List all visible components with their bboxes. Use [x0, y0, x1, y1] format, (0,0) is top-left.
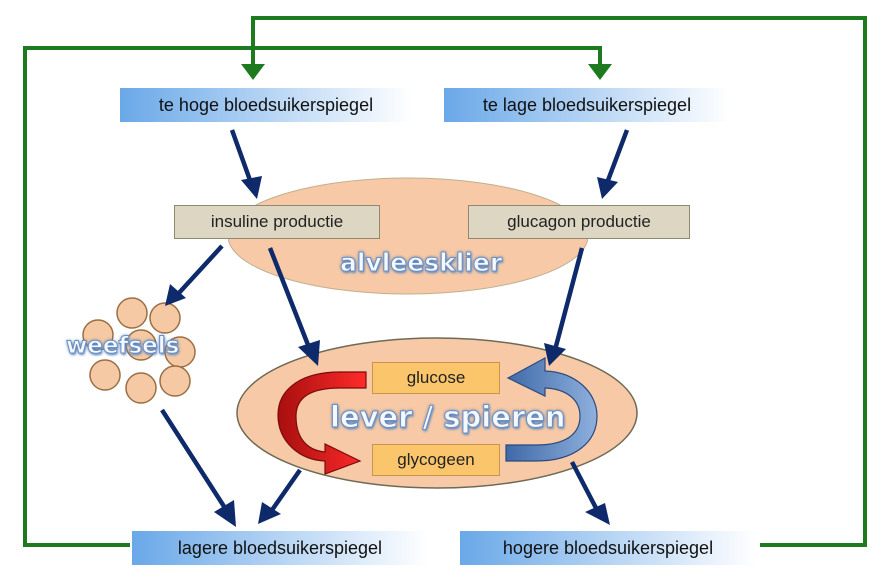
feedback-arrowhead-high [241, 64, 265, 80]
signal-higher-box: hogere bloedsuikerspiegel [460, 531, 756, 565]
arrow-tissues-to-lower [160, 408, 236, 527]
liver-label: lever / spieren [330, 400, 567, 435]
insulin-production-box: insuline productie [174, 205, 380, 239]
feedback-loop-lower [23, 46, 602, 547]
arrow-low-to-glucagon [597, 129, 630, 199]
pancreas-label: alvleesklier [339, 248, 503, 278]
tissue-cells [82, 297, 196, 404]
feedback-loop-higher [251, 16, 867, 547]
feedback-arrowhead-low [588, 64, 612, 80]
arrow-insulin-to-liver [267, 247, 320, 366]
arrow-liver-to-lower [258, 468, 302, 524]
red-curved-arrow [277, 371, 367, 475]
signal-higher-label: hogere bloedsuikerspiegel [502, 537, 714, 558]
signal-high-box: te hoge bloedsuikerspiegel [120, 88, 412, 122]
glucagon-production-box: glucagon productie [468, 205, 690, 239]
glycogen-label: glycogeen [397, 450, 475, 469]
signal-high-label: te hoge bloedsuikerspiegel [158, 94, 374, 115]
arrow-liver-to-higher [570, 460, 610, 525]
blue-curved-arrow [505, 356, 598, 462]
signal-lower-box: lagere bloedsuikerspiegel [132, 531, 428, 565]
glucose-box: glucose [372, 362, 500, 394]
signal-low-label: te lage bloedsuikerspiegel [482, 94, 692, 115]
arrow-glucagon-to-liver [544, 247, 585, 366]
arrow-high-to-insulin [229, 129, 262, 199]
signal-lower-label: lagere bloedsuikerspiegel [177, 537, 383, 558]
signal-low-box: te lage bloedsuikerspiegel [444, 88, 730, 122]
tissues-label: weefsels [65, 333, 180, 360]
arrow-insulin-to-tissues [165, 244, 224, 306]
glucagon-production-label: glucagon productie [507, 212, 651, 231]
insulin-production-label: insuline productie [210, 212, 344, 231]
glycogen-box: glycogeen [372, 444, 500, 476]
glucose-label: glucose [406, 368, 466, 387]
